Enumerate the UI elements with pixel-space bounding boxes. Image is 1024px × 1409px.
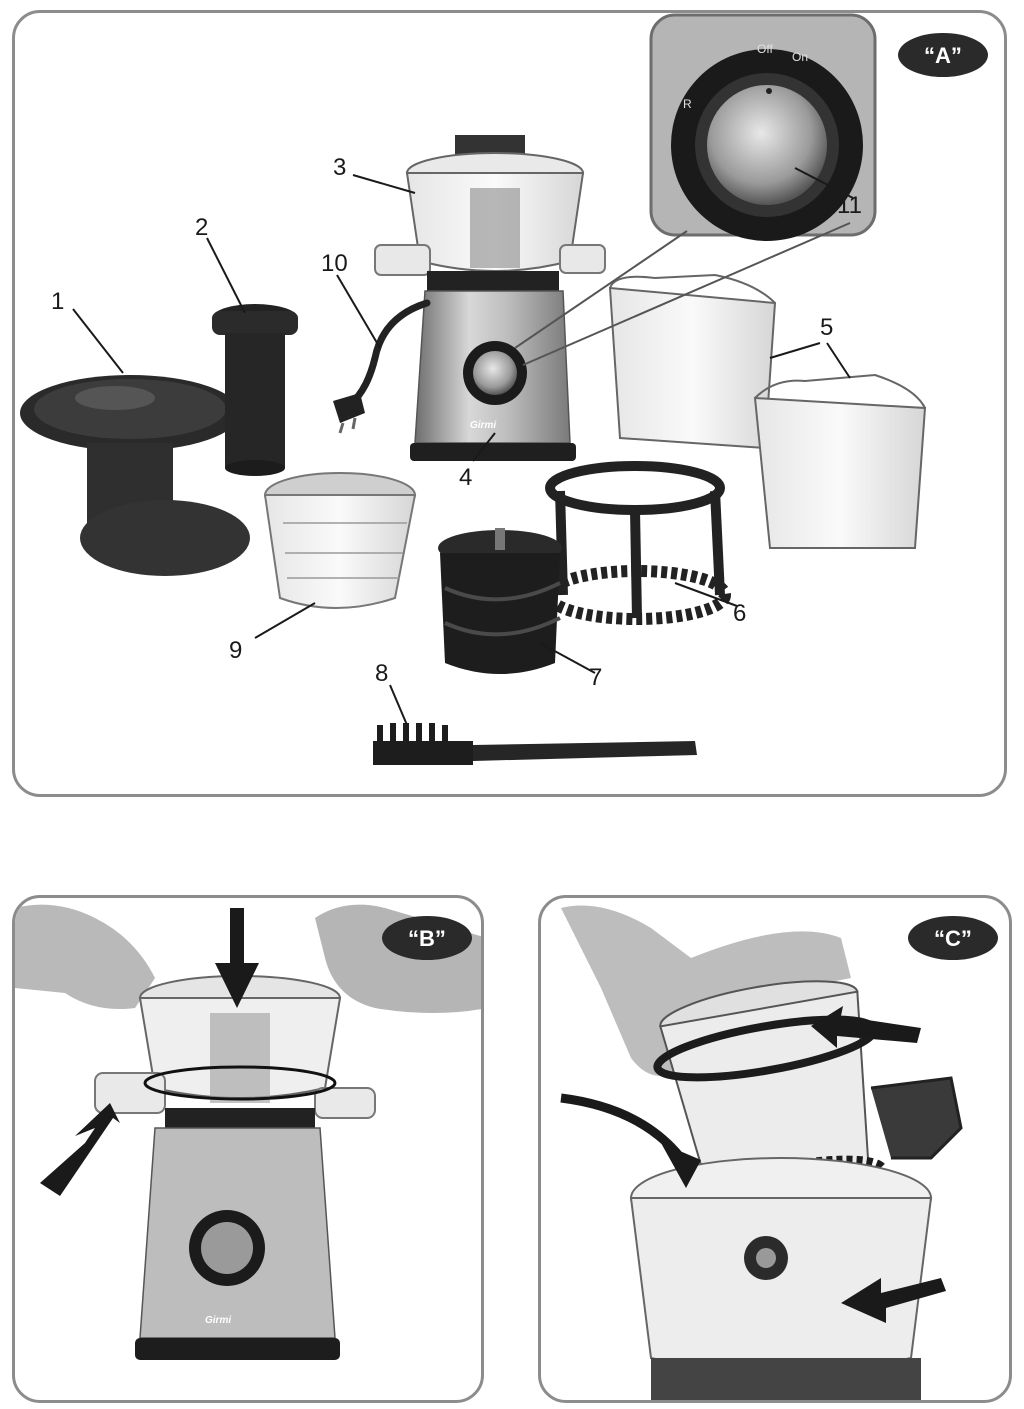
part-9-strainer (263, 472, 417, 609)
badge-c-text: “C” (934, 926, 972, 951)
rotation-ring (143, 1065, 337, 1101)
panel-c-illustration: “C” (560, 905, 998, 1400)
panel-a-illustration: Girmi (20, 13, 988, 765)
dial-label-off: Off (757, 42, 773, 56)
leader-lines (72, 167, 854, 726)
label-part-1: 1 (51, 288, 64, 315)
inset-pointer-left (514, 230, 688, 349)
panel-b-bowl-assembly: Girmi “B” (12, 895, 484, 1403)
badge-b-text: “B” (408, 926, 446, 951)
brand-logo-b: Girmi (205, 1315, 231, 1326)
arrows-c (560, 1006, 946, 1323)
hand (561, 905, 851, 1076)
part-4-motor-base: Girmi (410, 271, 576, 461)
badge-a-text: “A” (924, 43, 962, 68)
part-7-auger (438, 528, 562, 674)
badge-b (382, 916, 472, 960)
label-part-2: 2 (195, 214, 208, 241)
badge-c (908, 916, 998, 960)
label-part-9: 9 (229, 637, 242, 664)
label-part-5: 5 (820, 314, 833, 341)
label-part-6: 6 (733, 600, 746, 627)
label-part-8: 8 (375, 660, 388, 687)
part-labels: 1 2 3 4 5 6 7 8 9 10 11 (51, 154, 862, 691)
label-part-7: 7 (589, 664, 602, 691)
part-2-pusher (212, 304, 298, 476)
inset-pointer-right (522, 222, 851, 366)
badge-a: “A” (898, 33, 988, 77)
left-hand (15, 904, 155, 1009)
part-1-feed-tray (20, 375, 250, 576)
part-5-containers (608, 273, 927, 549)
arrows-b (40, 908, 259, 1196)
brand-logo: Girmi (470, 420, 496, 431)
label-part-3: 3 (333, 154, 346, 181)
label-part-10: 10 (321, 250, 348, 277)
panel-c-strainer-insertion: “C” (538, 895, 1012, 1403)
label-part-11: 11 (837, 192, 862, 219)
panel-b-illustration: Girmi “B” (15, 904, 481, 1360)
part-6-brush-holder (543, 461, 731, 625)
part-8-cleaning-brush (373, 723, 697, 765)
dial-label-reverse: R (683, 97, 692, 111)
dial-label-on: On (792, 50, 808, 64)
panel-a-exploded-view: Girmi (12, 10, 1007, 797)
part-3-juicing-bowl (374, 135, 606, 276)
part-10-power-cord (333, 299, 431, 434)
label-part-4: 4 (459, 464, 472, 491)
